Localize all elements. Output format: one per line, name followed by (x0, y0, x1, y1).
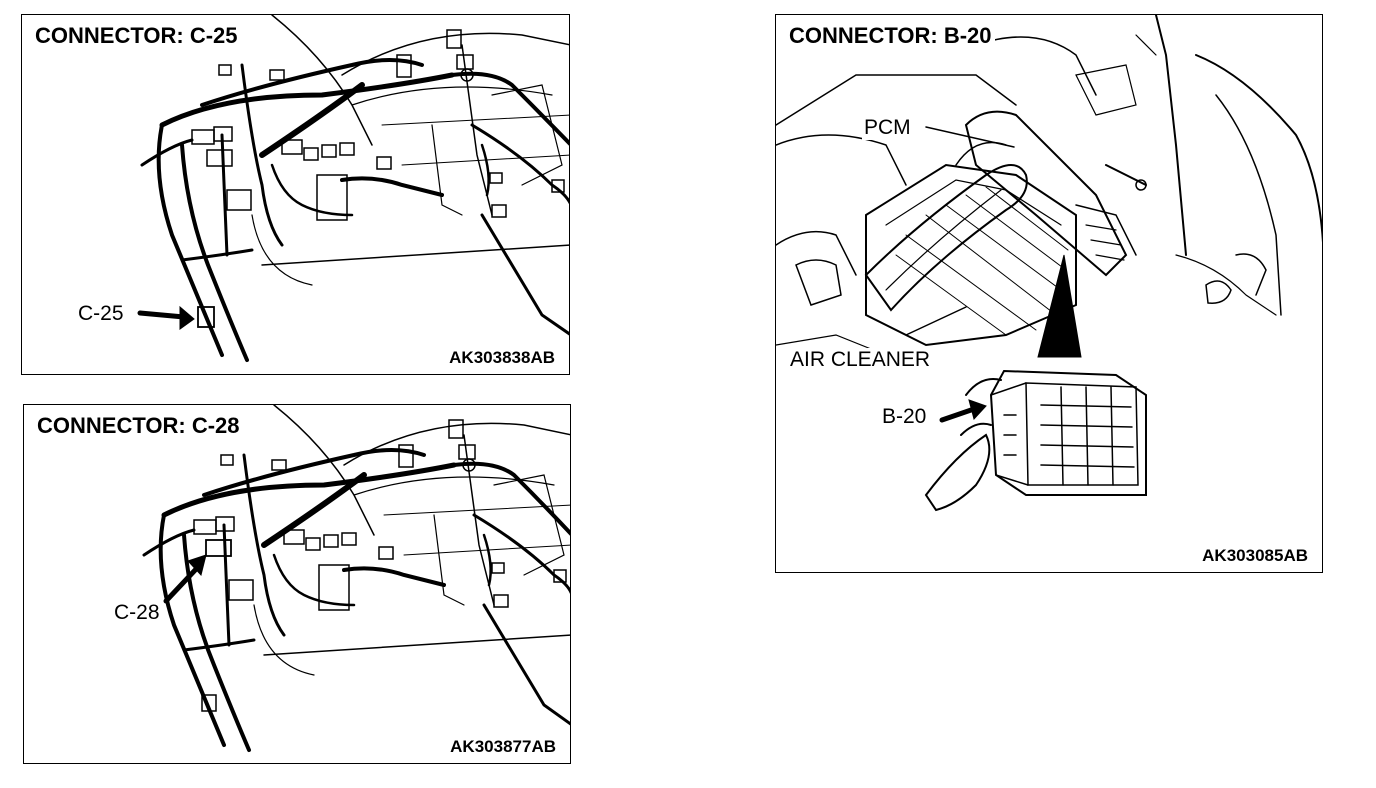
pcm-label: PCM (862, 116, 913, 140)
diagram-panel-c28: CONNECTOR: C-28 C-28 AK303877AB (23, 404, 571, 764)
air-cleaner-label: AIR CLEANER (788, 348, 933, 372)
connector-callout-label: C-28 (112, 601, 162, 625)
diagram-panel-c25: CONNECTOR: C-25 C-25 AK303838AB (21, 14, 570, 375)
connector-callout-label: C-25 (76, 302, 126, 326)
connector-callout-label: B-20 (880, 405, 929, 429)
panel-title: CONNECTOR: B-20 (786, 23, 995, 49)
harness-drawing-c28 (142, 405, 570, 752)
figure-code: AK303877AB (448, 737, 558, 757)
diagram-panel-b20: CONNECTOR: B-20 PCM AIR CLEANER B-20 AK3… (775, 14, 1323, 573)
figure-code: AK303838AB (447, 348, 557, 368)
panel-title: CONNECTOR: C-25 (32, 23, 241, 49)
harness-drawing-c25 (137, 15, 569, 362)
figure-code: AK303085AB (1200, 546, 1310, 566)
engine-bay-drawing-b20 (776, 15, 1322, 512)
panel-title: CONNECTOR: C-28 (34, 413, 243, 439)
